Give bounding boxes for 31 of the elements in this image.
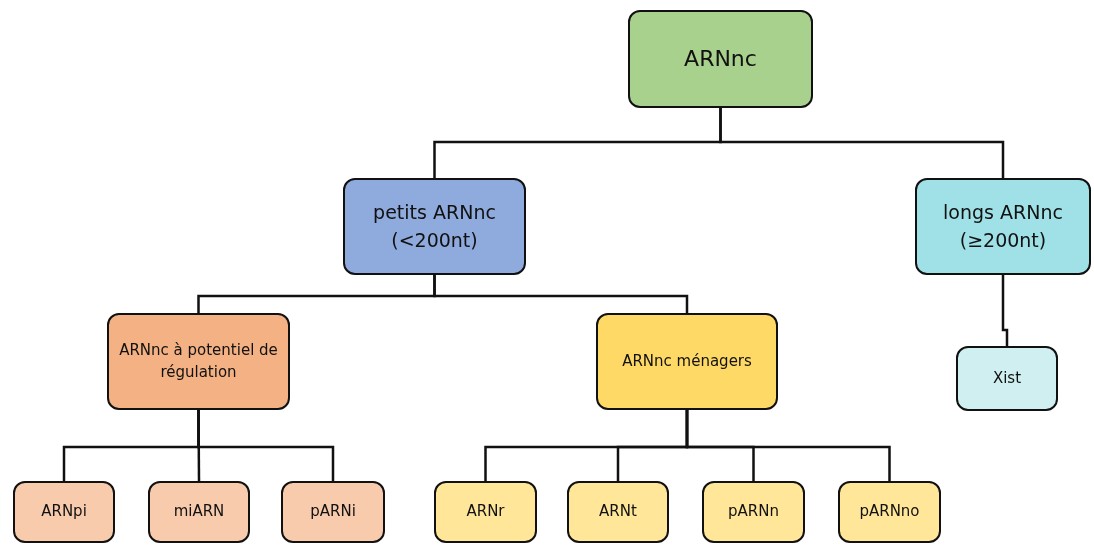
node-label: petits ARNnc (<200nt) — [372, 199, 497, 253]
node-label: pARNn — [727, 501, 780, 523]
connector-line — [1001, 275, 1009, 346]
node-label: Xist — [991, 367, 1023, 389]
category-box — [838, 481, 941, 543]
category-box — [343, 178, 526, 275]
node-label: longs ARNnc (≥200nt) — [942, 199, 1064, 253]
category-box — [281, 481, 385, 543]
category-box — [434, 481, 537, 543]
connector-line — [719, 108, 1005, 178]
category-box — [702, 481, 805, 543]
category-box — [148, 481, 250, 543]
node-label: pARNno — [858, 501, 921, 523]
connector-line — [433, 275, 689, 313]
connector-line — [685, 410, 891, 481]
node-label: ARNnc — [683, 45, 758, 74]
category-box — [13, 481, 115, 543]
node-label: ARNpi — [40, 501, 88, 523]
category-box — [915, 178, 1091, 275]
node-label: miARN — [172, 501, 226, 523]
category-box — [107, 313, 290, 410]
node-label: ARNt — [598, 501, 638, 523]
node-label: pARNi — [309, 501, 357, 523]
category-box — [628, 10, 813, 108]
category-box — [956, 346, 1058, 411]
category-box — [596, 313, 778, 410]
connector-line — [197, 410, 335, 481]
node-label: ARNr — [465, 501, 506, 523]
node-label: ARNnc à potentiel de régulation — [118, 339, 279, 383]
category-box — [567, 481, 669, 543]
node-label: ARNnc ménagers — [621, 350, 753, 372]
